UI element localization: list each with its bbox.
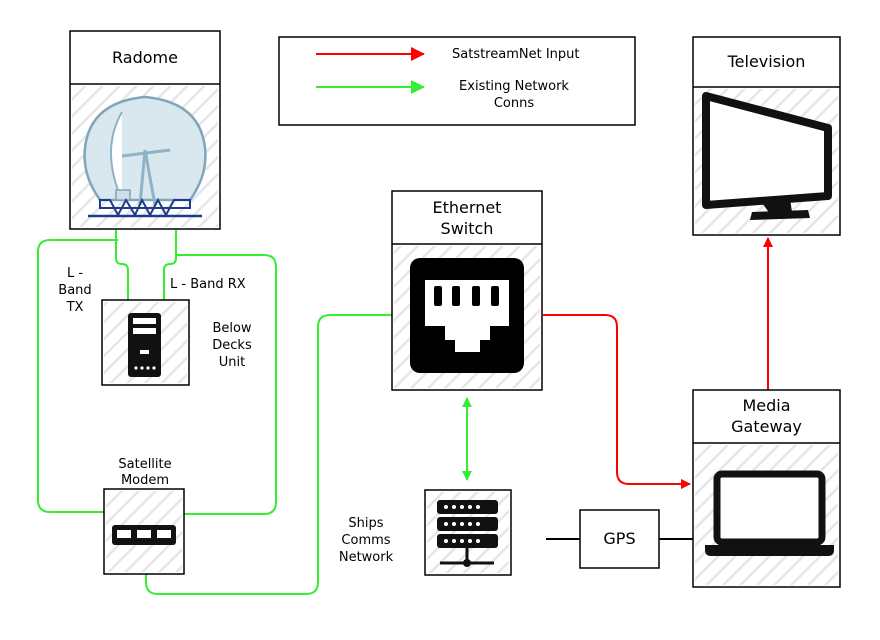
- radome-icon: [83, 95, 207, 218]
- satellite-modem-node: [103, 488, 185, 575]
- server-tower-icon: [128, 313, 161, 377]
- gps-box: [579, 509, 660, 569]
- media-gateway-node: [692, 389, 841, 588]
- lband-tx-label-line3: TX: [66, 300, 84, 315]
- lband-tx-label-line2: Band: [58, 283, 92, 298]
- television-title: Television: [727, 52, 806, 71]
- ships-comms-label-line3: Network: [338, 550, 394, 565]
- ships-comms-label-line1: Ships: [348, 516, 384, 531]
- link-modem-switch: [145, 314, 392, 595]
- below-decks-label-line1: Below: [212, 321, 252, 336]
- legend-existing-label-line1: Existing Network: [459, 79, 569, 94]
- input-connections: [543, 237, 773, 489]
- link-lband-tx: [115, 230, 129, 300]
- legend: [278, 36, 636, 126]
- below-decks-label-line3: Unit: [218, 355, 246, 370]
- link-radome-modem-right: [176, 254, 277, 515]
- below-decks-unit-node: [101, 299, 190, 386]
- link-switch-gateway: [543, 314, 691, 489]
- below-decks-label-line2: Decks: [212, 338, 252, 353]
- link-radome-modem-left: [37, 239, 118, 513]
- laptop-icon: [705, 470, 834, 556]
- ships-comms-label-line2: Comms: [341, 533, 391, 548]
- media-gateway-title-line2: Gateway: [731, 417, 802, 436]
- ethernet-switch-node: [391, 190, 543, 391]
- modem-ports-icon: [112, 525, 176, 545]
- network-rack-icon: [437, 500, 498, 567]
- radome-node: [69, 30, 221, 230]
- ethernet-port-icon: [410, 258, 524, 373]
- gps-title: GPS: [603, 529, 636, 548]
- radome-title: Radome: [112, 48, 178, 67]
- legend-box: [278, 36, 636, 126]
- link-lband-rx: [163, 230, 177, 300]
- ethernet-switch-title-line1: Ethernet: [432, 198, 502, 217]
- satellite-modem-label-line1: Satellite: [118, 457, 172, 472]
- lband-rx-label: L - Band RX: [170, 277, 246, 292]
- existing-connections: [37, 230, 472, 595]
- television-icon: [702, 92, 832, 220]
- legend-existing-label-line2: Conns: [493, 96, 535, 111]
- legend-input-label: SatstreamNet Input: [452, 47, 580, 62]
- media-gateway-title-line1: Media: [742, 396, 791, 415]
- satellite-modem-label-line2: Modem: [120, 473, 170, 488]
- ships-comms-network-node: [424, 489, 512, 576]
- television-node: [692, 36, 841, 236]
- lband-tx-label-line1: L -: [66, 266, 84, 281]
- ethernet-switch-title-line2: Switch: [440, 219, 494, 238]
